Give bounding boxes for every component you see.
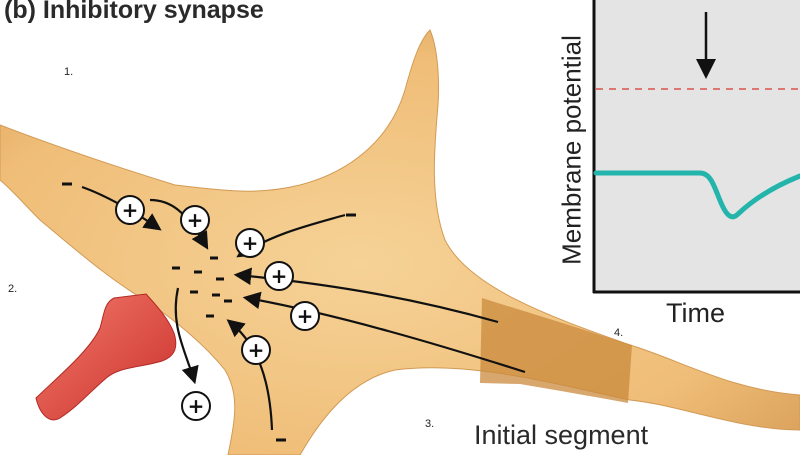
initial-segment-band (480, 298, 632, 403)
plus-ion (180, 205, 210, 235)
plus-ion (181, 391, 211, 421)
plus-sign: + (297, 304, 314, 328)
graph-x-label: Time (666, 298, 725, 328)
marker-2: 2. (8, 283, 18, 295)
arrow-dendrite-top (149, 198, 209, 250)
plus-ion (290, 301, 320, 331)
presynaptic-terminal (35, 293, 177, 421)
graph-background (593, 0, 800, 292)
plus-ion (241, 335, 271, 365)
graph-y-label: Membrane potential (556, 35, 587, 265)
initial-segment-label: Initial segment (474, 420, 649, 450)
plus-sign: + (122, 198, 139, 222)
marker-3: 3. (425, 418, 435, 430)
marker-1: 1. (64, 66, 74, 78)
positive-ions: + + + + + + + (115, 195, 320, 421)
diagram-title: (b) Inhibitory synapse (4, 0, 264, 24)
plus-sign: + (187, 208, 204, 232)
plus-sign: + (248, 338, 265, 362)
marker-4: 4. (614, 327, 624, 339)
arrow-bottom (226, 319, 274, 431)
plus-sign: + (271, 264, 288, 288)
plus-sign: + (188, 394, 205, 418)
ipsp-trace (593, 170, 800, 220)
arrow-initial-2 (242, 291, 526, 374)
plus-ion (235, 228, 265, 258)
plus-ion (115, 195, 145, 225)
plus-sign: + (242, 231, 259, 255)
membrane-potential-graph (592, 0, 800, 294)
plus-ion (264, 261, 294, 291)
arrow-efflux (174, 287, 199, 385)
negative-charges (62, 182, 356, 442)
